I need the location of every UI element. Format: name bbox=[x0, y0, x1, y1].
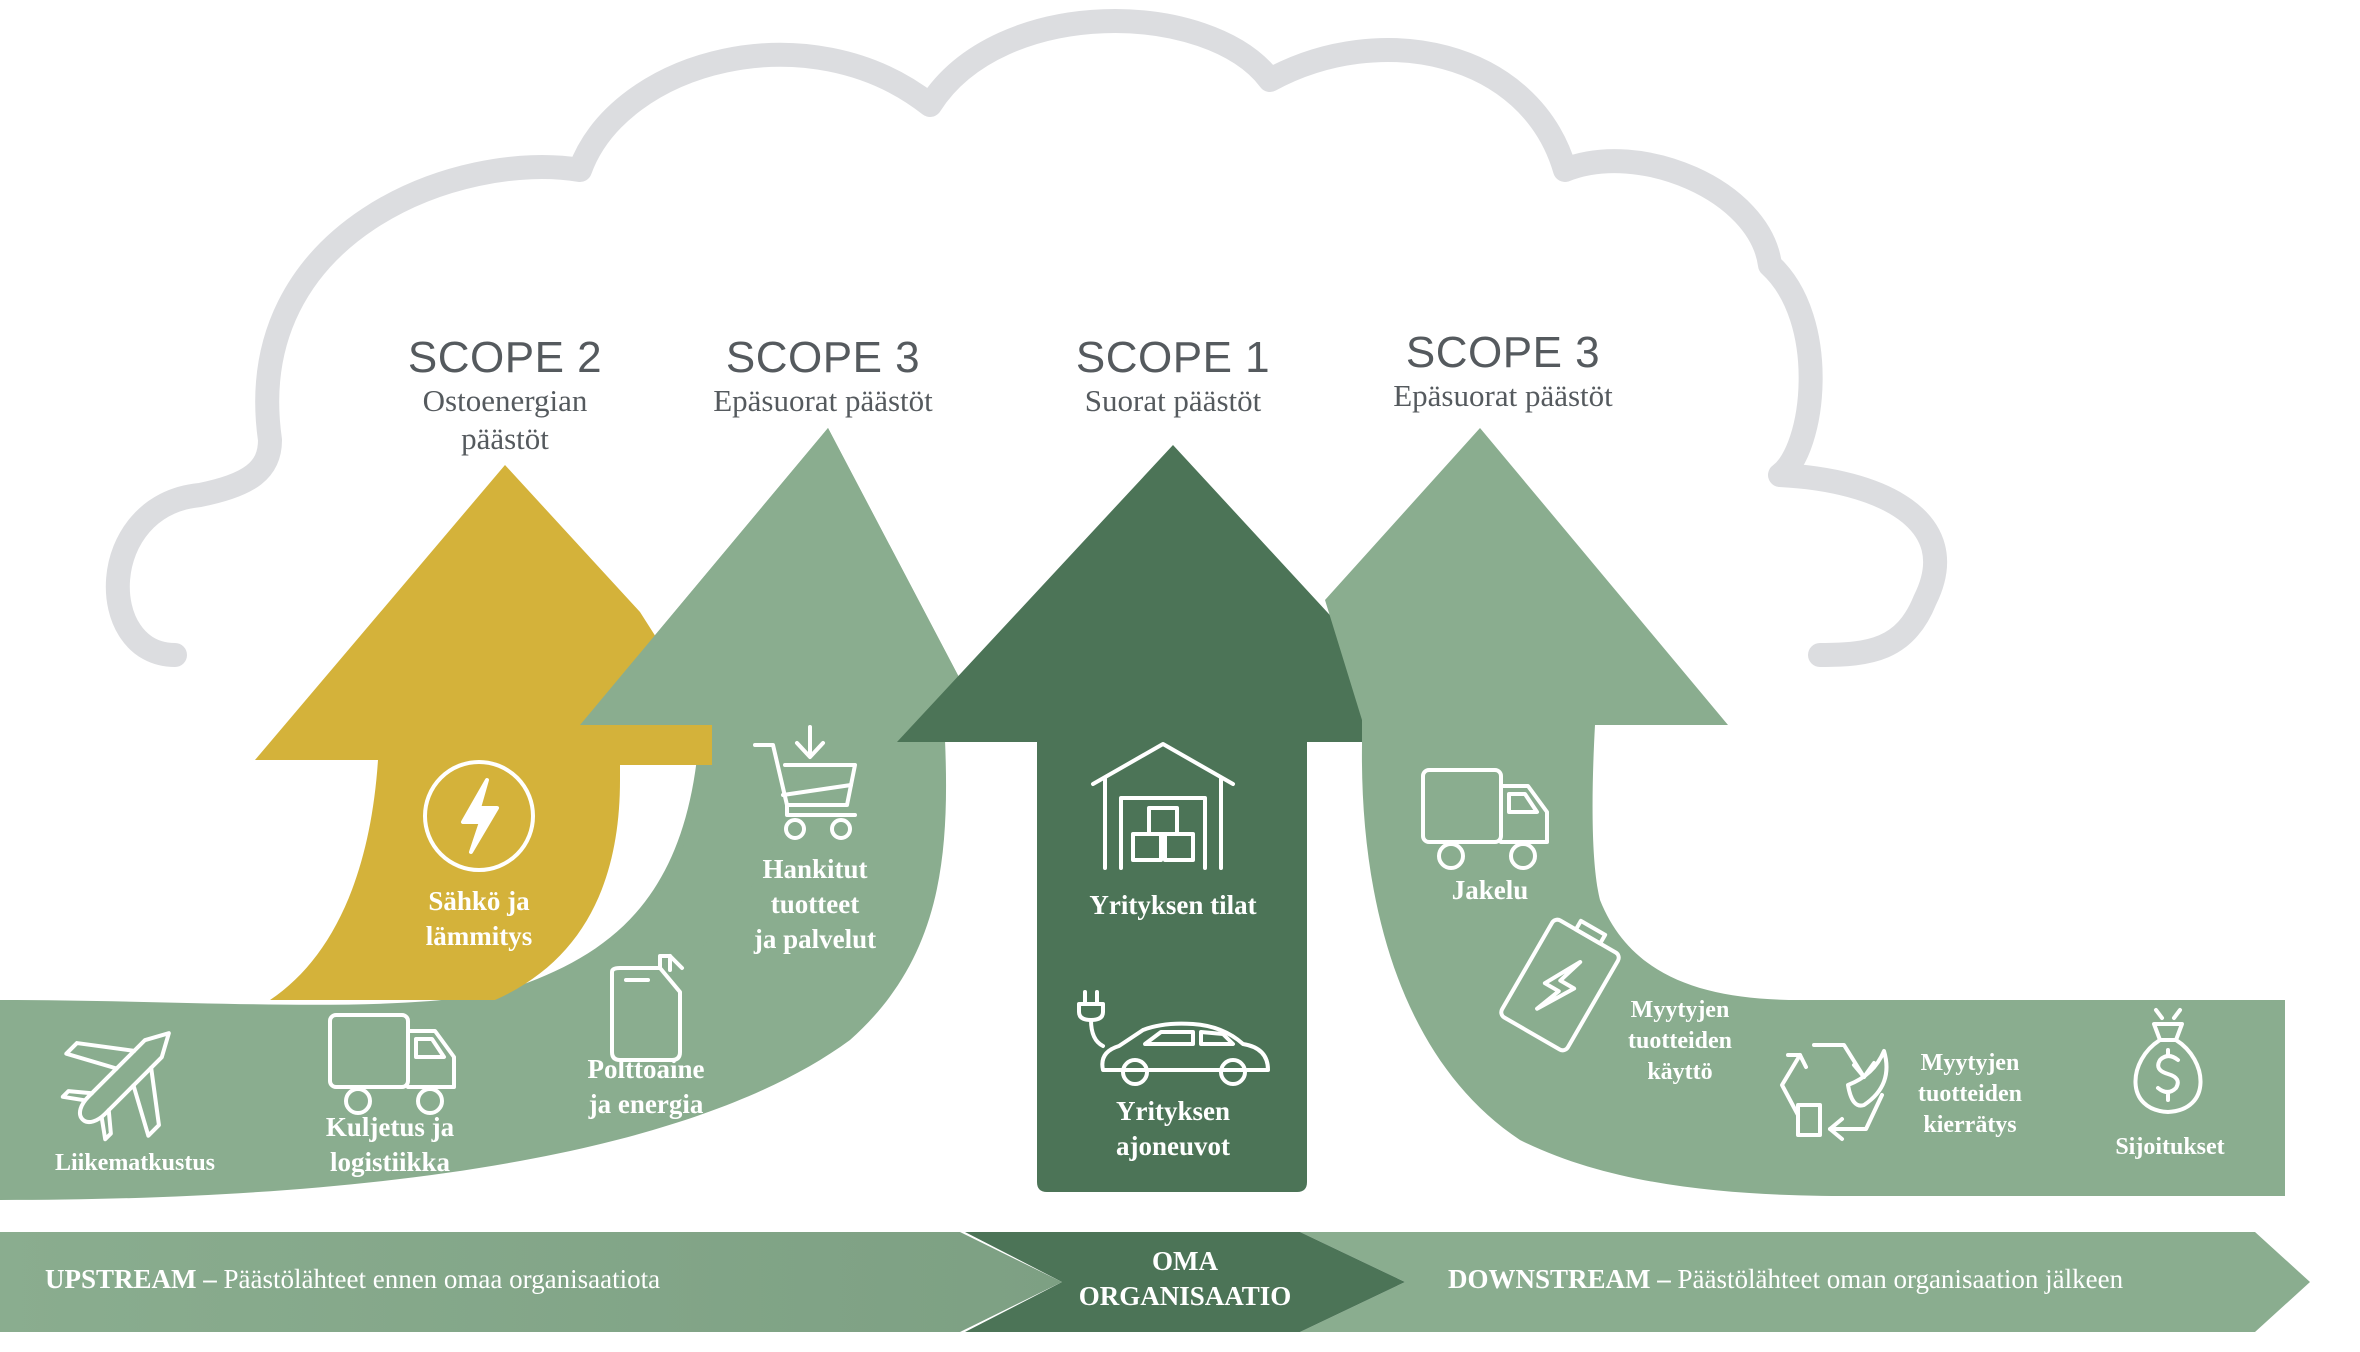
label-ajoneuvot-line2: ajoneuvot bbox=[1116, 1131, 1230, 1162]
label-yrityksen-tilat: Yrityksen tilat bbox=[1089, 890, 1257, 920]
label-kuljetus: Kuljetus ja logistiikka bbox=[290, 1110, 490, 1180]
label-ajoneuvot-line1: Yrityksen bbox=[1116, 1096, 1230, 1126]
upstream-band bbox=[0, 1232, 1062, 1332]
scope1-subtitle: Suorat päästöt bbox=[1084, 383, 1262, 418]
scope1-arrow bbox=[897, 445, 1447, 1192]
label-hankitut: Hankitut tuotteet ja palvelut bbox=[710, 852, 920, 957]
truck-icon bbox=[328, 1013, 456, 1115]
label-sahko-line2: lämmitys bbox=[425, 921, 533, 952]
downstream-band bbox=[1300, 1232, 2310, 1332]
label-kaytto-line2: tuotteiden bbox=[1628, 1028, 1732, 1055]
downstream-description: Päästölähteet oman organisaation jälkeen bbox=[1670, 1264, 2124, 1294]
label-kaytto-line1: Myytyjen bbox=[1630, 997, 1730, 1023]
scope3-downstream-title: SCOPE 3 bbox=[1405, 328, 1601, 377]
scope2-subtitle: Ostoenergian päästöt bbox=[380, 382, 630, 458]
label-kierratys-line2: tuotteiden bbox=[1918, 1081, 2022, 1108]
label-sahko: Sähkö ja lämmitys bbox=[374, 884, 584, 954]
downstream-label: DOWNSTREAM – bbox=[1448, 1264, 1671, 1294]
own-organisation-band bbox=[965, 1232, 1405, 1332]
fuel-canister-icon bbox=[610, 954, 684, 1062]
label-hankitut-line2: tuotteet bbox=[770, 889, 860, 920]
scope3-downstream-subtitle: Epäsuorat päästöt bbox=[1393, 378, 1613, 413]
label-liikematkustus: Liikematkustus bbox=[54, 1150, 216, 1176]
label-sijoitukset: Sijoitukset bbox=[2115, 1134, 2225, 1160]
recycle-icon bbox=[1780, 1043, 1889, 1141]
label-hankitut-line3: ja palvelut bbox=[753, 924, 877, 955]
shopping-cart-icon bbox=[753, 725, 857, 840]
label-kierratys: Myytyjen tuotteiden kierrätys bbox=[1870, 1048, 2070, 1142]
own-organisation-line1: OMA bbox=[1152, 1246, 1218, 1276]
scope3-downstream-arrow bbox=[1325, 428, 2285, 1197]
own-organisation-line2: ORGANISAATIO bbox=[1078, 1281, 1292, 1312]
label-polttoaine-line2: ja energia bbox=[588, 1089, 704, 1120]
battery-icon bbox=[1499, 917, 1621, 1053]
scope2-arrow bbox=[255, 465, 712, 1000]
truck-icon bbox=[1421, 768, 1549, 870]
lightning-bolt-icon bbox=[423, 760, 535, 872]
scope3-upstream-arrow-head bbox=[520, 428, 992, 990]
upstream-description: Päästölähteet ennen omaa organisaatiota bbox=[216, 1264, 661, 1294]
cloud-outline bbox=[105, 9, 1948, 667]
warehouse-icon bbox=[1091, 742, 1235, 870]
label-kierratys-line3: kierrätys bbox=[1923, 1112, 2017, 1139]
label-kaytto: Myytyjen tuotteiden käyttö bbox=[1580, 995, 1780, 1089]
label-kuljetus-line2: logistiikka bbox=[329, 1147, 451, 1178]
scope3-upstream-title: SCOPE 3 bbox=[725, 333, 921, 382]
upstream-label: UPSTREAM – bbox=[45, 1264, 217, 1294]
label-kuljetus-line1: Kuljetus ja bbox=[325, 1112, 455, 1142]
scope3-upstream-subtitle: Epäsuorat päästöt bbox=[713, 383, 933, 418]
label-polttoaine-line1: Polttoaine bbox=[587, 1054, 705, 1084]
money-bag-icon bbox=[2133, 1008, 2203, 1114]
label-hankitut-line1: Hankitut bbox=[762, 854, 868, 884]
own-organisation-text: OMA ORGANISAATIO bbox=[1040, 1244, 1330, 1314]
scope1-title: SCOPE 1 bbox=[1075, 333, 1271, 382]
downstream-text: DOWNSTREAM – Päästölähteet oman organisa… bbox=[1448, 1264, 2123, 1295]
label-yrityksen-ajoneuvot: Yrityksen ajoneuvot bbox=[1053, 1094, 1293, 1164]
electric-car-icon bbox=[1077, 990, 1270, 1086]
airplane-icon bbox=[60, 1031, 171, 1142]
label-jakelu: Jakelu bbox=[1451, 875, 1529, 905]
label-kaytto-line3: käyttö bbox=[1647, 1059, 1713, 1086]
value-chain-band bbox=[0, 1232, 2310, 1332]
upstream-text: UPSTREAM – Päästölähteet ennen omaa orga… bbox=[45, 1264, 660, 1295]
scope2-subtitle-line1: Ostoenergian bbox=[422, 383, 588, 418]
scope2-title: SCOPE 2 bbox=[407, 333, 603, 382]
label-kierratys-line1: Myytyjen bbox=[1920, 1050, 2020, 1076]
scope2-subtitle-line2: päästöt bbox=[461, 421, 549, 457]
label-polttoaine: Polttoaine ja energia bbox=[546, 1052, 746, 1122]
label-sahko-line1: Sähkö ja bbox=[428, 886, 530, 916]
